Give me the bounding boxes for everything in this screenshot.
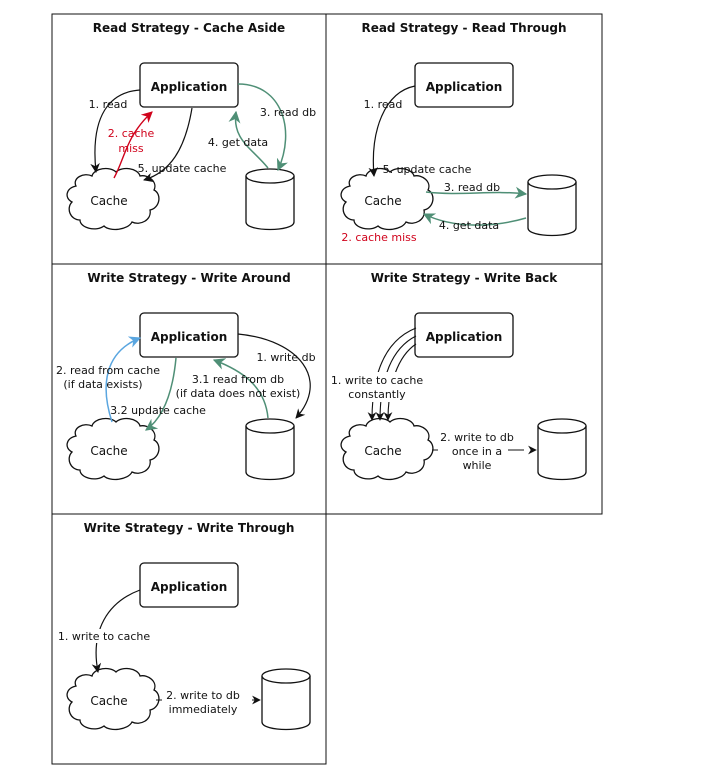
arrow-cache-miss — [113, 111, 153, 179]
step-5-label: 5. update cache — [383, 163, 472, 176]
panel-write-back: Write Strategy - Write Back Application … — [330, 271, 587, 481]
arrow-get-data — [422, 213, 527, 226]
step-3-2-label: 3.2 update cache — [110, 404, 206, 417]
application-label: Application — [151, 580, 228, 594]
step-2-label-line1: 2. write to db — [440, 431, 514, 444]
arrow-write-to-cache-2 — [375, 335, 417, 421]
cache-cloud — [66, 167, 160, 231]
step-2-label-line2: (if data exists) — [63, 378, 142, 391]
panel-write-back-border — [325, 263, 603, 515]
step-1-label: 1. write to cache — [58, 630, 150, 643]
panel-title: Write Strategy - Write Back — [371, 271, 559, 285]
cache-label: Cache — [90, 444, 127, 458]
step-1-label: 1. read — [89, 98, 128, 111]
arrow-write-to-cache — [91, 589, 141, 673]
panel-title: Read Strategy - Read Through — [361, 21, 566, 35]
step-2-label-line2: once in a — [452, 445, 502, 458]
arrow-write-db — [237, 333, 311, 419]
step-1-label: 1. write db — [256, 351, 315, 364]
panel-cache-aside: Read Strategy - Cache Aside Application … — [66, 21, 316, 231]
step-5-label: 5. update cache — [138, 162, 227, 175]
step-4-label: 4. get data — [439, 219, 499, 232]
panel-read-through: Read Strategy - Read Through Application… — [340, 21, 577, 244]
cache-label: Cache — [90, 694, 127, 708]
application-box — [139, 562, 239, 608]
cache-label: Cache — [364, 444, 401, 458]
step-2-label-line2: miss — [118, 142, 144, 155]
arrow-get-data — [228, 110, 269, 169]
panel-title: Read Strategy - Cache Aside — [93, 21, 285, 35]
step-3-1-label-line1: 3.1 read from db — [192, 373, 284, 386]
database-cylinder — [245, 168, 295, 231]
application-box — [414, 312, 514, 358]
arrow-update-cache — [145, 357, 177, 431]
cache-label: Cache — [90, 194, 127, 208]
label-backdrop — [56, 629, 156, 643]
arrow-write-to-cache-1 — [367, 327, 417, 421]
step-2-label-line2: immediately — [169, 703, 238, 716]
cache-cloud — [340, 167, 434, 231]
step-4-label: 4. get data — [208, 136, 268, 149]
panel-write-around: Write Strategy - Write Around Applicatio… — [56, 271, 316, 481]
step-2-label-line1: 2. cache — [108, 127, 155, 140]
application-box — [414, 62, 514, 108]
application-box — [139, 312, 239, 358]
arrow-read-db — [425, 186, 528, 199]
cache-cloud — [66, 417, 160, 481]
database-cylinder — [527, 174, 577, 237]
arrow-read — [368, 85, 416, 177]
step-3-1-label-line2: (if data does not exist) — [176, 387, 301, 400]
arrow-read-from-db — [212, 358, 269, 419]
step-2-label-line1: 2. read from cache — [56, 364, 160, 377]
cache-cloud — [66, 667, 160, 731]
application-box — [139, 62, 239, 108]
step-2-label-line3: while — [463, 459, 492, 472]
label-backdrop — [330, 372, 426, 402]
step-1-label-line1: 1. write to cache — [331, 374, 423, 387]
application-label: Application — [151, 80, 228, 94]
panel-title: Write Strategy - Write Through — [84, 521, 295, 535]
arrow-read-db — [237, 83, 288, 172]
application-label: Application — [151, 330, 228, 344]
arrow-update-cache — [143, 107, 193, 183]
panel-write-through: Write Strategy - Write Through Applicati… — [56, 521, 311, 731]
step-3-label: 3. read db — [260, 106, 316, 119]
database-cylinder — [261, 668, 311, 731]
application-label: Application — [426, 80, 503, 94]
application-label: Application — [426, 330, 503, 344]
database-cylinder — [537, 418, 587, 481]
panel-write-through-border — [51, 513, 327, 765]
step-2-label-line1: 2. write to db — [166, 689, 240, 702]
panel-borders — [51, 13, 603, 765]
step-1-label-line2: constantly — [348, 388, 406, 401]
cache-label: Cache — [364, 194, 401, 208]
step-2-label: 2. cache miss — [341, 231, 417, 244]
arrow-read — [90, 89, 141, 173]
panel-title: Write Strategy - Write Around — [87, 271, 290, 285]
database-cylinder — [245, 418, 295, 481]
arrow-read-from-cache — [105, 336, 142, 423]
step-1-label: 1. read — [364, 98, 403, 111]
label-backdrop — [162, 688, 252, 718]
step-3-label: 3. read db — [444, 181, 500, 194]
